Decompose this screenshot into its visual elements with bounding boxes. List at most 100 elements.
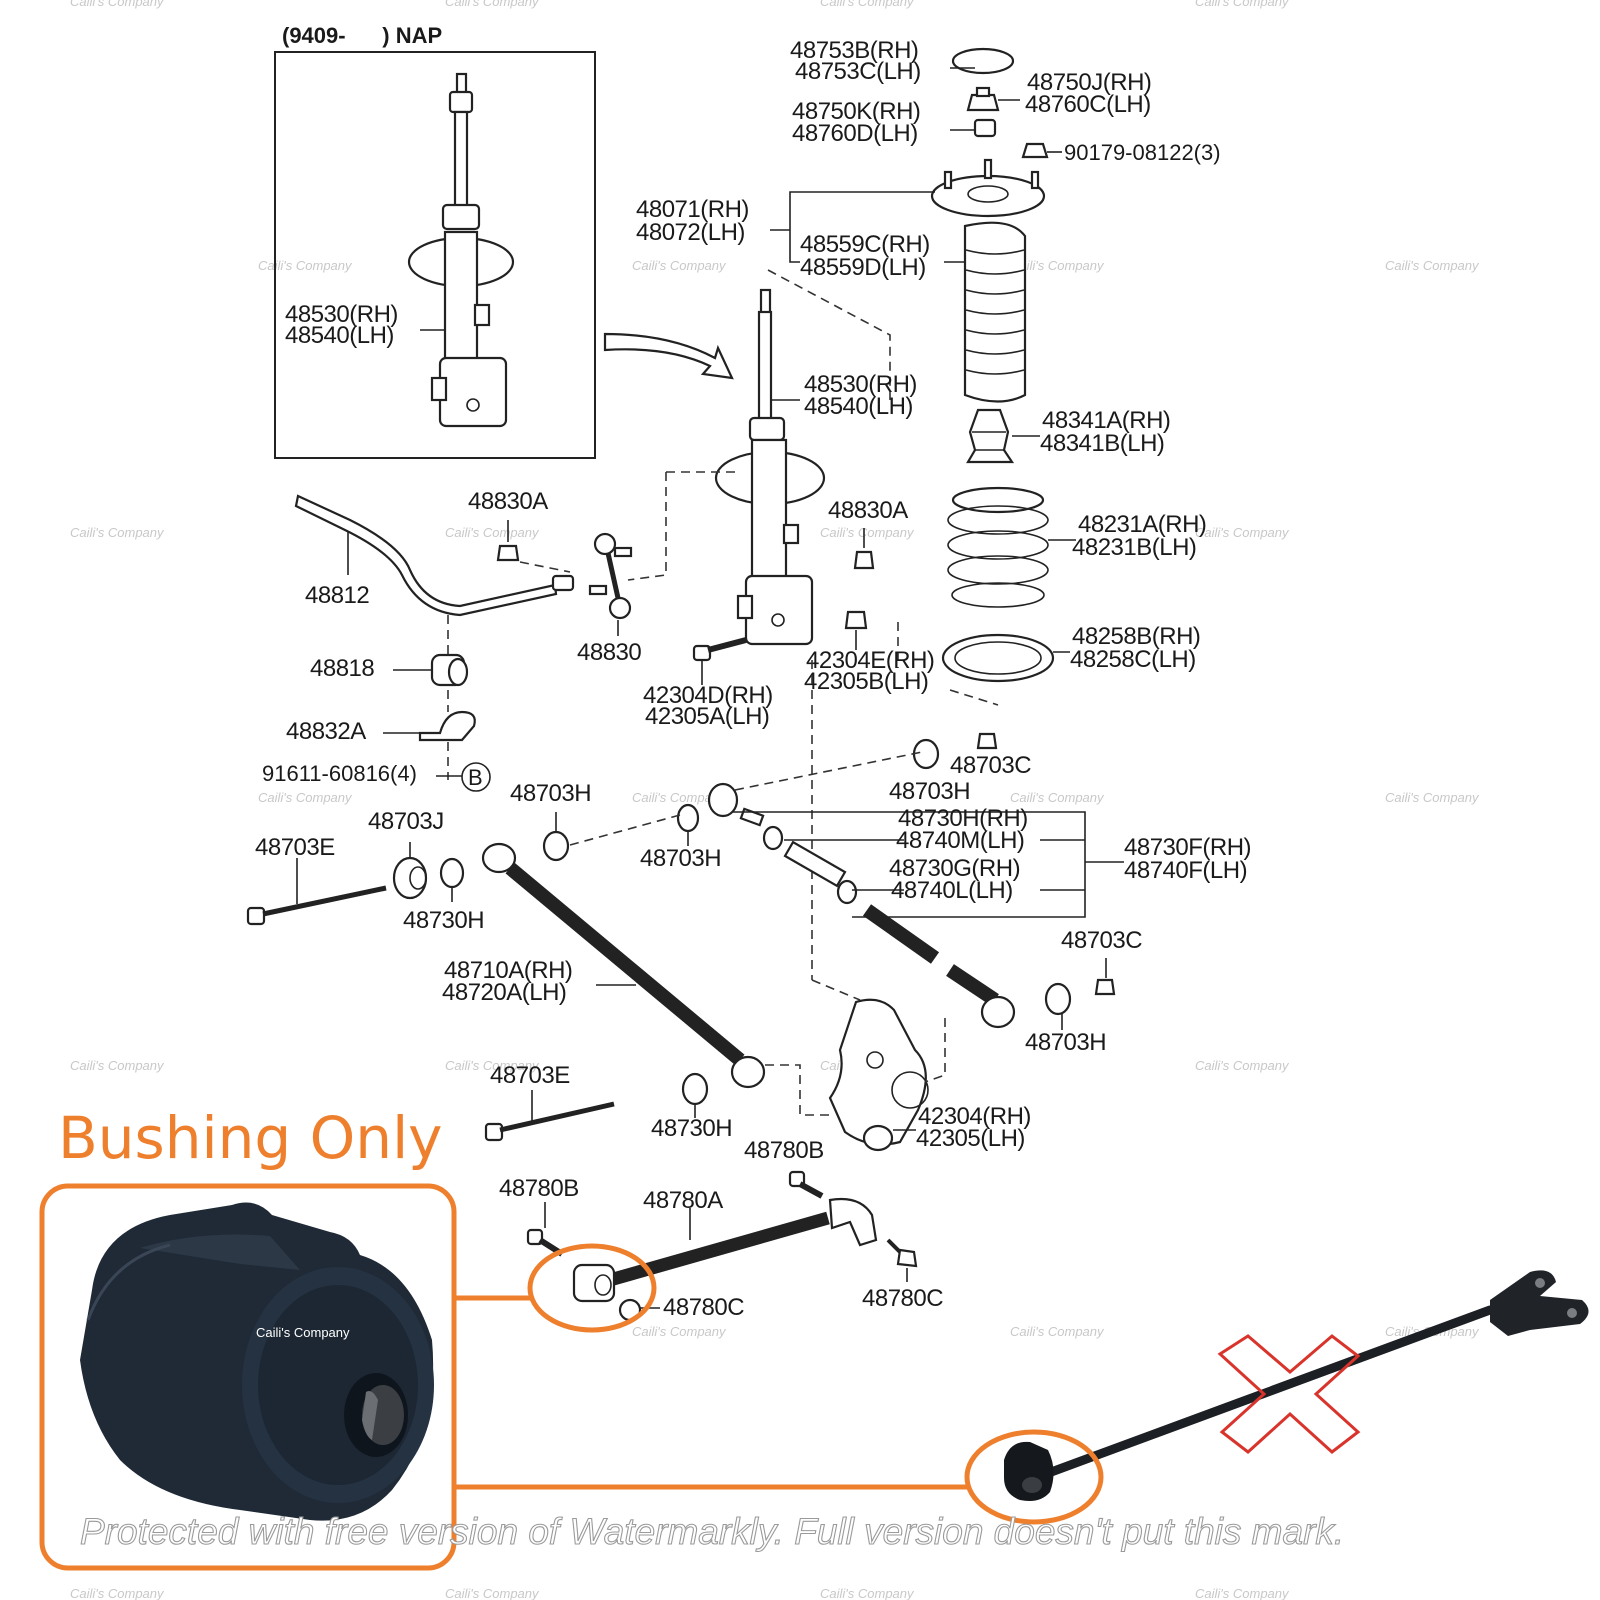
company-watermark: Caili's Company [820, 0, 915, 9]
inset-heading: (9409- ) NAP [282, 23, 442, 48]
label-48760d-lh: 48760D(LH) [792, 120, 918, 147]
label-48703j: 48703J [368, 808, 444, 835]
bolt-icon [692, 637, 747, 662]
company-watermark: Caili's Company [445, 0, 540, 9]
photo-caption: Caili's Company [256, 1325, 350, 1340]
arrow-icon [603, 332, 734, 380]
label-48750k-rh: 48750K(RH) [792, 98, 920, 125]
label-b: B [468, 765, 483, 790]
nut-icon [496, 544, 520, 562]
label-48703h-mid: 48703H [640, 845, 721, 872]
label-48730h-rh: 48730H(RH) [898, 805, 1028, 832]
label-48750j-rh: 48750J(RH) [1027, 69, 1151, 96]
coil-spring-icon [947, 486, 1049, 608]
label-48830a-left: 48830A [468, 488, 548, 515]
label-48258c-lh: 48258C(LH) [1070, 646, 1196, 673]
company-watermark: Caili's Company [820, 525, 915, 540]
company-watermark: Caili's Company [70, 1058, 165, 1073]
label-48231a-rh: 48231A(RH) [1078, 511, 1206, 538]
stabilizer-bar-icon [294, 494, 575, 617]
company-watermark: Caili's Company [1195, 1586, 1290, 1600]
arm-bushing-icon [676, 782, 858, 905]
label-48703h-top: 48703H [889, 778, 970, 805]
nut-icon [1094, 978, 1116, 996]
label-48703h-left: 48703H [510, 780, 591, 807]
label-42305-lh: 42305(LH) [916, 1125, 1025, 1152]
label-42304d-rh: 42304D(RH) [643, 682, 773, 709]
label-48559c-rh: 48559C(RH) [800, 231, 930, 258]
label-48730g-rh: 48730G(RH) [889, 855, 1020, 882]
label-48780b-left: 48780B [499, 1175, 579, 1202]
company-watermark-grid: Caili's Company Caili's Company Caili's … [70, 0, 1480, 1600]
label-48530-rh: 48530(RH) [804, 371, 917, 398]
label-48753-lh: 48753C(LH) [795, 58, 921, 85]
label-48780a: 48780A [643, 1187, 723, 1214]
callout-highlight-diagram [527, 1243, 657, 1333]
long-bolt-icon [484, 1101, 615, 1142]
bushing-icon [542, 830, 570, 862]
spring-seat-icon [941, 633, 1055, 683]
long-bolt-icon [246, 885, 387, 926]
company-watermark: Caili's Company [632, 790, 727, 805]
cross-mark-icon [1217, 1334, 1361, 1454]
bolt-icon [788, 1170, 824, 1199]
label-48812: 48812 [305, 582, 369, 609]
lower-control-arm-icon [481, 842, 766, 1089]
company-watermark: Caili's Company [445, 1586, 540, 1600]
company-watermark: Caili's Company [70, 525, 165, 540]
company-watermark: Caili's Company [632, 1324, 727, 1339]
label-48703h-right: 48703H [1025, 1029, 1106, 1056]
label-48830: 48830 [577, 639, 641, 666]
nut-icon [853, 550, 875, 570]
bushing-photo-icon [80, 1202, 434, 1521]
label-48730f-rh: 48730F(RH) [1124, 834, 1251, 861]
company-watermark: Caili's Company [258, 258, 353, 273]
label-42304-rh: 42304(RH) [918, 1103, 1031, 1130]
company-watermark: Caili's Company [445, 525, 540, 540]
dust-boot-icon [963, 221, 1027, 403]
company-watermark: Caili's Company [70, 1586, 165, 1600]
spacer-icon [973, 118, 997, 138]
nut-icon [844, 610, 868, 630]
label-48780c-left: 48780C [663, 1294, 744, 1321]
footer-watermark: Protected with free version of Watermark… [80, 1511, 1344, 1552]
label-48341a-rh: 48341A(RH) [1042, 407, 1170, 434]
company-watermark: Caili's Company [1385, 790, 1480, 805]
label-48703c-right: 48703C [1061, 927, 1142, 954]
label-inset-strut-rh: 48530(RH) [285, 301, 398, 328]
label-inset-strut-lh: 48540(LH) [285, 322, 394, 349]
company-watermark: Caili's Company [1385, 258, 1480, 273]
mount-nut-icon [966, 93, 1000, 112]
label-42305a-lh: 42305A(LH) [645, 703, 769, 730]
label-91611: 91611-60816(4) [262, 761, 417, 786]
bushing-set-icon [392, 856, 465, 900]
label-48780c-right: 48780C [862, 1285, 943, 1312]
flange-nut-icon [1021, 142, 1049, 159]
callout-highlight-photo [964, 1429, 1104, 1525]
label-48832a: 48832A [286, 718, 366, 745]
label-48703e-bottom: 48703E [490, 1062, 570, 1089]
label-48818: 48818 [310, 655, 374, 682]
label-48341b-lh: 48341B(LH) [1040, 430, 1164, 457]
control-arm-photo-icon [1004, 1270, 1589, 1501]
label-48231b-lh: 48231B(LH) [1072, 534, 1196, 561]
label-90179: 90179-08122(3) [1064, 140, 1221, 165]
reference-marker-b [461, 762, 491, 792]
main-strut-icon [714, 288, 826, 646]
company-watermark: Caili's Company [820, 1586, 915, 1600]
company-watermark: Caili's Company [1010, 258, 1105, 273]
inset-panel: (9409- ) NAP 48530(RH) 48540(LH) [274, 23, 596, 459]
stabilizer-bushing-icon [430, 653, 469, 687]
label-48559d-lh: 48559D(LH) [800, 254, 926, 281]
stabilizer-link-icon [588, 532, 633, 620]
label-48710a-rh: 48710A(RH) [444, 957, 572, 984]
inset-frame [274, 51, 596, 459]
company-watermark: Caili's Company [1195, 0, 1290, 9]
bushing-icon [1044, 982, 1072, 1016]
company-watermark: Caili's Company [632, 258, 727, 273]
label-48760c-lh: 48760C(LH) [1025, 91, 1151, 118]
bushing-icon [912, 738, 940, 770]
callout-title: Bushing Only [58, 1104, 443, 1172]
company-watermark: Caili's Company [445, 1058, 540, 1073]
